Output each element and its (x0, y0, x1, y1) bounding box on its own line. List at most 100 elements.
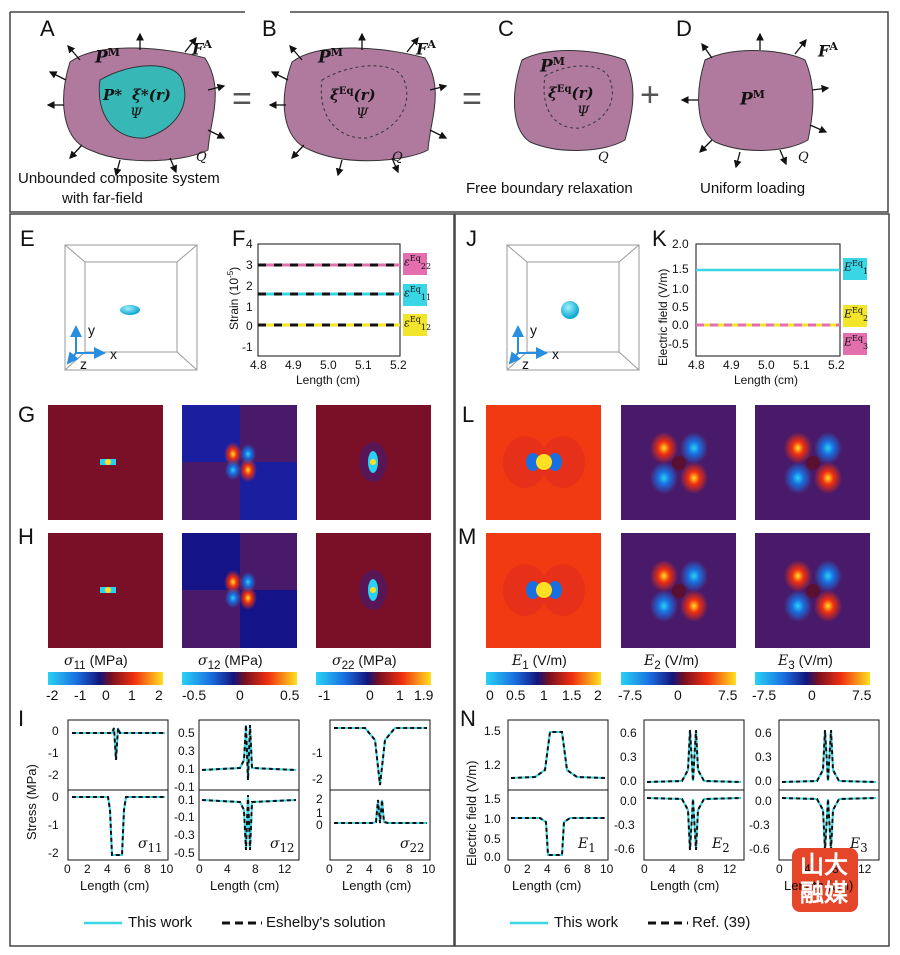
strain-xtick-1: 4.9 (285, 358, 302, 372)
strain-ytick-3: 1 (246, 300, 253, 314)
strain-ytick-1: 3 (246, 258, 253, 272)
e2-xtick: 4 (669, 862, 676, 876)
cbar-tick: 0 (808, 687, 816, 703)
a-fa-label: FA (192, 38, 212, 59)
a-xi-label: ξ*(r) (132, 86, 171, 104)
s12-xtick: 0 (196, 862, 203, 876)
letter-m: M (458, 524, 477, 549)
b-fa-label: FA (416, 38, 436, 59)
e3-top-tick: 0.3 (755, 750, 772, 764)
efield-xlabel: Length (cm) (734, 373, 799, 387)
e2-bot-tick: -0.3 (614, 818, 635, 832)
e3-top-tick: 0.0 (755, 774, 772, 788)
e2-top-tick: 0.3 (620, 750, 637, 764)
b-psi-label: Ψ (356, 106, 369, 122)
s12-xtick: 12 (278, 862, 292, 876)
axis-x-j: x (552, 346, 559, 362)
strain-chart (257, 243, 427, 357)
e3-xtick: 12 (858, 862, 872, 876)
c-xi-label: ξEq(r) (548, 84, 594, 102)
a-q-label: Q (196, 150, 207, 165)
a-caption-line1: Unbounded composite system (18, 170, 220, 187)
panel-a-blob (63, 47, 216, 162)
strain-legend-11: εEq11 (404, 285, 432, 302)
s11-xtick: 10 (160, 862, 174, 876)
strain-xtick-4: 5.2 (390, 358, 407, 372)
b-pm-label: PM (318, 46, 343, 68)
b-q-label: Q (392, 150, 403, 165)
e1-xtick: 0 (504, 862, 511, 876)
panel-d-arrows (680, 32, 830, 169)
efield-ylabel: Electric field (V/m) (656, 268, 670, 366)
cbar-tick: -7.5 (752, 687, 777, 703)
cbar-tick: 0 (102, 687, 110, 703)
s22-bot-tick: 1 (316, 806, 323, 820)
panel-letter-c: C (498, 16, 514, 41)
cbar-title-s11: σ11 (MPa) (64, 652, 128, 672)
cbar-tick: 2 (155, 687, 163, 703)
cbar-tick: 0.5 (280, 687, 300, 703)
equals-2: = (462, 80, 482, 118)
axes-icon-j (508, 325, 548, 365)
c-caption: Free boundary relaxation (466, 180, 633, 197)
e1-bot-tick: 1.5 (484, 792, 501, 806)
letter-l: L (462, 402, 475, 427)
right-frame (454, 213, 890, 947)
efield-legend-1: EEq1 (844, 259, 869, 276)
s12-bot-tick: -0.3 (174, 828, 195, 842)
cbar-tick: 1 (396, 687, 404, 703)
s12-bot-tick: -0.5 (174, 846, 195, 860)
a-pstar-label: P* (103, 86, 123, 104)
strain-ytick-4: 0 (246, 319, 253, 333)
e2-bot-tick: -0.6 (614, 842, 635, 856)
b-xi-label: ξEq(r) (330, 86, 376, 104)
efield-ytick-5: -0.5 (668, 337, 689, 351)
ellipsoid-inclusion (120, 305, 140, 315)
s22-xtick: 6 (386, 862, 393, 876)
cbar-tick: -0.5 (182, 687, 207, 703)
s11-xlabel: Length (cm) (80, 878, 150, 893)
cbar-tick: 1 (540, 687, 548, 703)
e1-bot-tick: 1.0 (484, 812, 501, 826)
e1-xtick: 8 (584, 862, 591, 876)
s12-top-tick: -0.1 (174, 780, 195, 794)
cbar-tick: 2 (594, 687, 602, 703)
s12-tag: σ12 (270, 836, 295, 855)
e1-bot-tick: 0.0 (484, 850, 501, 864)
e3-xtick: 4 (804, 862, 811, 876)
s11-xtick: 6 (124, 862, 131, 876)
s22-xtick: 10 (422, 862, 436, 876)
s12-top-tick: 0.3 (178, 744, 195, 758)
watermark-text: 山大融媒 (800, 852, 848, 907)
e3-bot-tick: -0.3 (749, 818, 770, 832)
efield-chart (695, 243, 867, 357)
s22-xtick: 8 (406, 862, 413, 876)
s11-xtick: 2 (84, 862, 91, 876)
s22-bot-tick: 2 (316, 792, 323, 806)
e1-top-tick: 1.2 (484, 758, 501, 772)
top-frame (9, 11, 889, 213)
s22-tag: σ22 (400, 836, 425, 855)
e3-xlabel: Length (cm) (784, 878, 854, 893)
e1-xlabel: Length (cm) (512, 878, 582, 893)
d-q-label: Q (798, 150, 809, 165)
s11-top-tick: 0 (52, 724, 59, 738)
e1-xtick: 2 (524, 862, 531, 876)
e2-top-tick: 0.6 (620, 726, 637, 740)
strain-legend-12: εEq12 (404, 315, 432, 332)
line-plot-curves (72, 724, 877, 856)
e2-xtick: 12 (723, 862, 737, 876)
s12-top-tick: 0.5 (178, 726, 195, 740)
cbar-tick: 0 (674, 687, 682, 703)
efield-xtick-0: 4.8 (688, 358, 705, 372)
plus-sign: + (640, 76, 660, 114)
s11-bot-tick: -1 (48, 818, 59, 832)
e1-bot-tick: 0.5 (484, 832, 501, 846)
e2-xtick: 8 (697, 862, 704, 876)
sphere-inclusion (561, 301, 579, 319)
strain-ytick-5: -1 (242, 340, 253, 354)
e3-bot-tick: -0.6 (749, 842, 770, 856)
cbar-title-s12: σ12 (MPa) (198, 652, 263, 672)
s22-xtick: 2 (346, 862, 353, 876)
